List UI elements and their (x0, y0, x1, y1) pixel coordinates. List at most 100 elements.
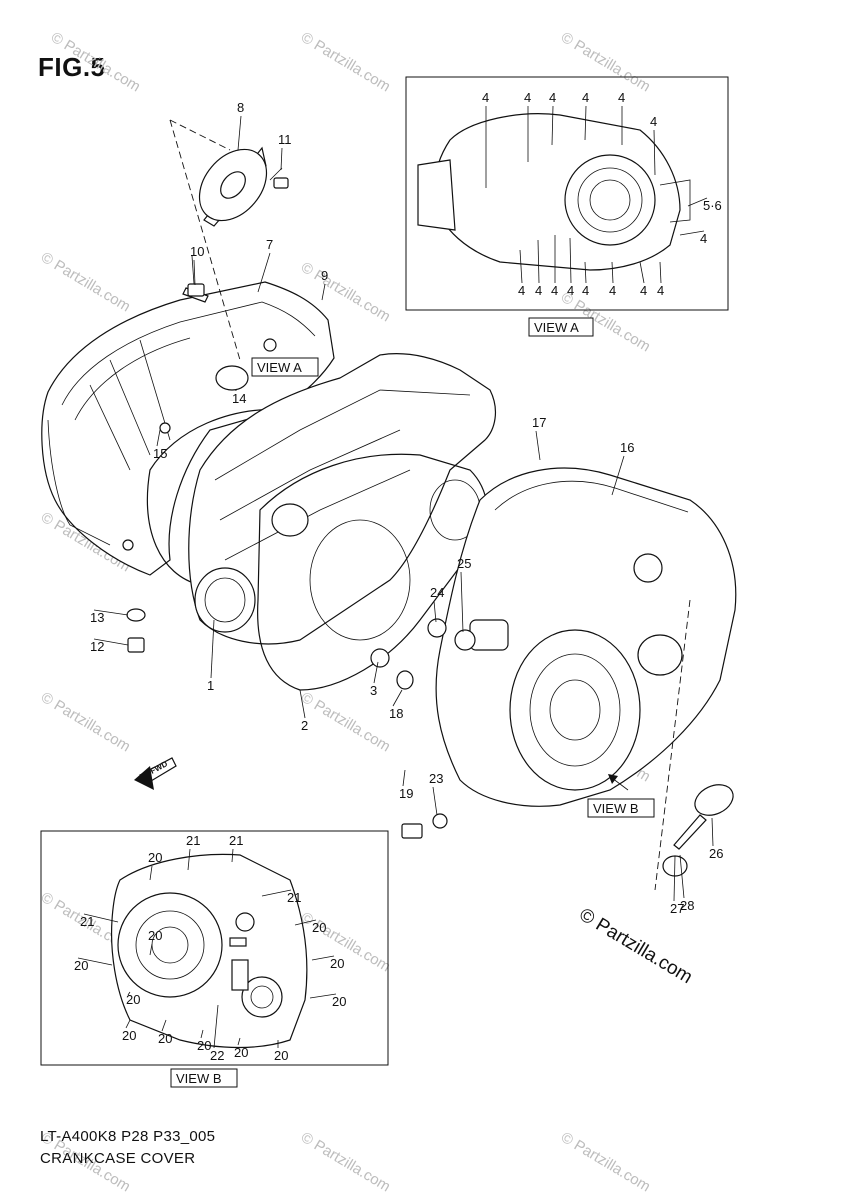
watermark-text: © Partzilla.com (558, 29, 653, 96)
view-b-leader-line (127, 991, 131, 996)
view-b-callout-number: 20 (158, 1031, 172, 1046)
view-b-callout-number: 22 (210, 1048, 224, 1063)
view-a-cover-drawing (417, 113, 691, 271)
main-callout-number: 25 (457, 556, 471, 571)
view-b-leader-line (294, 919, 317, 926)
view-a-callout-number: 4 (549, 90, 556, 105)
view-a-leader-line (611, 261, 614, 284)
main-callout-number: 2 (301, 718, 308, 733)
main-callout-number: 1 (207, 678, 214, 693)
main-callout-number: 17 (532, 415, 546, 430)
watermark-text: © Partzilla.com (298, 1129, 393, 1196)
view-b-leader-line (83, 913, 119, 923)
view-b-leader-line (149, 943, 153, 956)
view-a-callout-number: 4 (535, 283, 542, 298)
view-b-callout-number: 20 (126, 992, 140, 1007)
right-crankcase-cover (435, 467, 737, 807)
main-leader-line (93, 638, 129, 646)
main-callout-number: 26 (709, 846, 723, 861)
view-b-callout-number: 20 (148, 850, 162, 865)
main-callout-number: 14 (232, 391, 246, 406)
main-callout-number: 28 (680, 898, 694, 913)
view-b-callout-number: 20 (122, 1028, 136, 1043)
view-b-main-label: VIEW B (587, 798, 655, 818)
view-b-callout-number: 20 (330, 956, 344, 971)
view-a-leader-line (584, 105, 587, 141)
view-a-leader-line (584, 261, 587, 284)
view-a-leader-line (687, 197, 708, 207)
main-callout-number: 15 (153, 446, 167, 461)
main-leader-line (535, 430, 541, 461)
view-a-callout-number: 4 (618, 90, 625, 105)
view-b-leader-line (231, 848, 234, 863)
main-callout-number: 24 (430, 585, 444, 600)
view-a-leader-line (519, 249, 523, 284)
watermark-text: © Partzilla.com (558, 1129, 653, 1196)
copyright-notice: © Partzilla.com (575, 904, 696, 988)
view-a-leader-line (659, 261, 662, 284)
main-callout-number: 12 (90, 639, 104, 654)
main-leader-line (156, 429, 161, 447)
view-b-callout-number: 20 (148, 928, 162, 943)
main-leader-line (210, 619, 215, 679)
view-b-leader-line (200, 1029, 204, 1039)
view-b-leader-line (161, 1019, 167, 1032)
view-b-callout-number: 20 (332, 994, 346, 1009)
main-callout-number: 10 (190, 244, 204, 259)
view-a-callout-number: 4 (524, 90, 531, 105)
view-a-callout-number: 4 (567, 283, 574, 298)
view-b-leader-line (149, 865, 153, 881)
main-leader-line (280, 147, 283, 171)
main-leader-line (673, 855, 676, 902)
view-a-leader-line (653, 129, 656, 176)
main-leader-line (611, 455, 625, 496)
view-a-inset-box (405, 76, 729, 311)
main-leader-line (402, 769, 406, 787)
view-a-leader-line (537, 239, 540, 284)
view-a-callout-number: 4 (609, 283, 616, 298)
view-a-callout-number: 4 (551, 283, 558, 298)
view-b-callout-number: 20 (197, 1038, 211, 1053)
diagram-code: LT-A400K8 P28 P33_005 (40, 1128, 216, 1145)
view-b-leader-line (261, 889, 292, 897)
small-parts (126, 146, 734, 877)
view-a-callout-number: 4 (582, 90, 589, 105)
main-leader-line (373, 661, 379, 684)
view-a-callout-number: 4 (582, 283, 589, 298)
view-b-callout-number: 21 (229, 833, 243, 848)
view-b-cover-drawing (111, 853, 308, 1049)
diagram-name: CRANKCASE COVER (40, 1150, 196, 1167)
main-leader-line (711, 817, 714, 847)
main-callout-number: 16 (620, 440, 634, 455)
view-b-leader-line (187, 848, 191, 871)
leader-lines (77, 105, 714, 1049)
crankcase-body (188, 353, 497, 645)
view-a-callout-number: 4 (657, 283, 664, 298)
main-callout-number: 8 (237, 100, 244, 115)
inline-view-a-text: VIEW A (257, 360, 302, 375)
view-b-leader-line (213, 1004, 219, 1049)
view-a-callout-number: 4 (482, 90, 489, 105)
main-leader-line (460, 571, 464, 633)
main-callout-number: 27 (670, 901, 684, 916)
view-a-callout-number: 4 (640, 283, 647, 298)
main-leader-line (679, 854, 685, 899)
main-callout-number: 18 (389, 706, 403, 721)
main-leader-line (93, 609, 129, 616)
view-b-callout-number: 21 (186, 833, 200, 848)
view-b-callout-number: 20 (74, 958, 88, 973)
left-crankcase-cover (41, 281, 335, 576)
view-b-callout-number: 20 (234, 1045, 248, 1060)
watermark-text: © Partzilla.com (298, 909, 393, 976)
view-a-callout-number: 4 (650, 114, 657, 129)
main-leader-line (432, 786, 438, 816)
main-callout-number: 7 (266, 237, 273, 252)
main-callout-number: 23 (429, 771, 443, 786)
view-b-leader-line (77, 957, 113, 966)
watermark-text: © Partzilla.com (298, 689, 393, 756)
main-leader-line (392, 689, 403, 707)
figure-title: FIG.5 (38, 52, 106, 82)
watermark-text: © Partzilla.com (298, 29, 393, 96)
